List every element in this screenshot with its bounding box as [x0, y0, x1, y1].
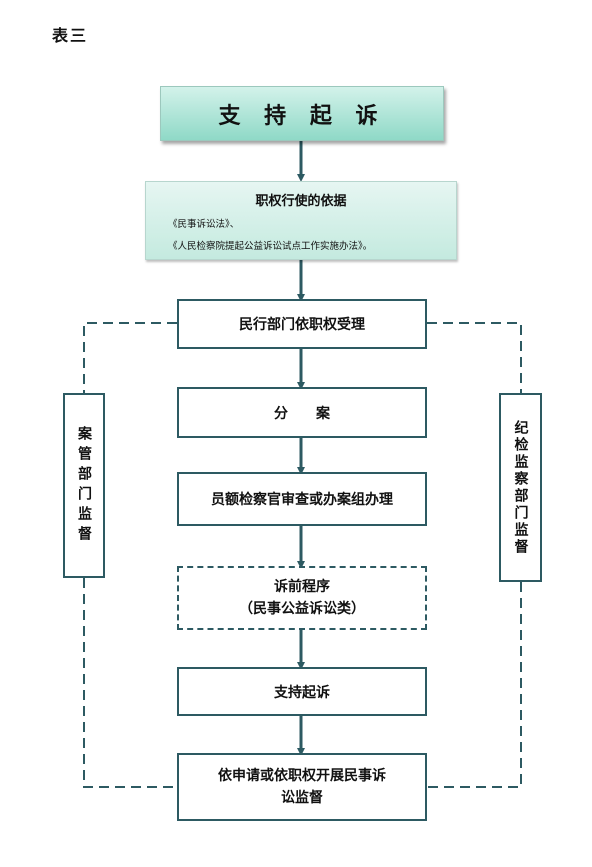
right-side-box: 纪检监察部门监督 — [499, 393, 542, 582]
left-dashed-loop-bottom — [83, 578, 177, 788]
step-accept-box: 民行部门依职权受理 — [177, 299, 427, 349]
step-support-box: 支持起诉 — [177, 667, 427, 716]
right-dashed-loop-bottom — [427, 582, 522, 788]
basis-heading: 职权行使的依据 — [255, 194, 347, 209]
preprocedure-line-1: 诉前程序 — [274, 579, 330, 595]
basis-law-2: 《人民检察院提起公益诉讼试点工作实施办法》。 — [168, 241, 373, 252]
page-label: 表三 — [52, 26, 89, 45]
left-dashed-loop-top — [83, 322, 177, 393]
step-handle-box: 员额检察官审查或办案组办理 — [177, 472, 427, 526]
step-assign-box: 分 案 — [177, 387, 427, 438]
basis-box: 职权行使的依据 《民事诉讼法》、 《人民检察院提起公益诉讼试点工作实施办法》。 — [145, 181, 457, 260]
preprocedure-line-2: （民事公益诉讼类） — [239, 601, 365, 617]
right-side-label: 纪检监察部门监督 — [512, 419, 529, 556]
top-title-box: 支 持 起 诉 — [160, 86, 444, 141]
supervise-line-2: 讼监督 — [281, 790, 323, 806]
step-preprocedure-box: 诉前程序 （民事公益诉讼类） — [177, 566, 427, 630]
supervise-line-1: 依申请或依职权开展民事诉 — [218, 768, 386, 784]
right-dashed-loop-top — [427, 322, 522, 393]
left-side-box: 案管部门监督 — [63, 393, 105, 578]
basis-law-1: 《民事诉讼法》、 — [168, 219, 240, 230]
step-supervise-box: 依申请或依职权开展民事诉 讼监督 — [177, 753, 427, 821]
left-side-label: 案管部门监督 — [76, 425, 92, 546]
